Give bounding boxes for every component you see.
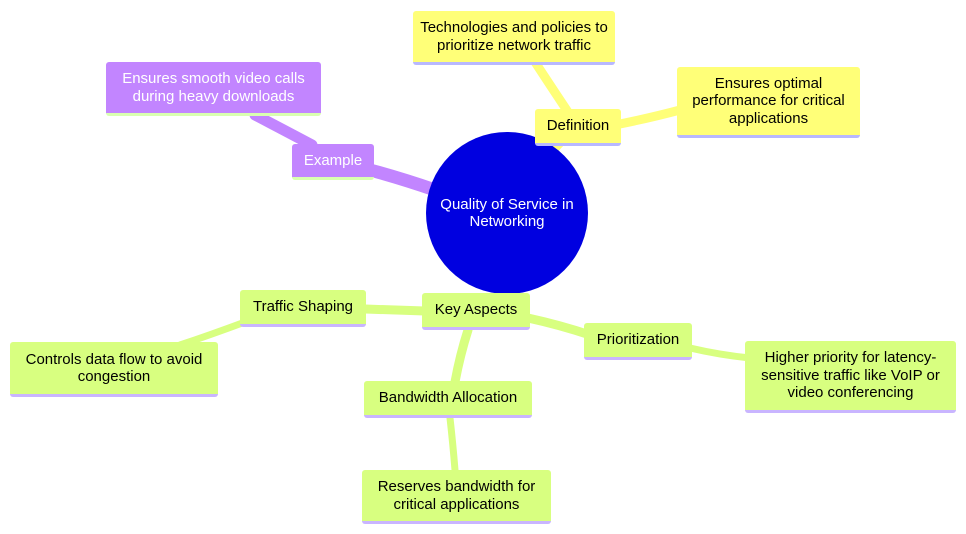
root-node: Quality of Service in Networking: [426, 132, 588, 294]
definition-child-1-text: Technologies and policies to prioritize …: [420, 19, 608, 54]
prioritization-label: Prioritization: [596, 331, 680, 349]
example-node: Example: [292, 144, 374, 180]
edge-bandwidth-detail: [446, 414, 459, 474]
definition-child-2-text: Ensures optimal performance for critical…: [692, 74, 845, 127]
traffic-shaping-label: Traffic Shaping: [252, 298, 354, 316]
example-label: Example: [303, 151, 363, 169]
edge-example-ex1: [249, 109, 318, 151]
example-child-1: Ensures smooth video calls during heavy …: [106, 62, 321, 116]
traffic-shaping-detail-text: Controls data flow to avoid congestion: [25, 350, 203, 386]
edge-priority-detail: [686, 344, 754, 362]
key-aspects-label: Key Aspects: [434, 301, 518, 319]
definition-node: Definition: [535, 109, 621, 146]
edge-definition-def1: [530, 57, 575, 120]
root-label: Quality of Service in Networking: [440, 195, 574, 231]
bandwidth-allocation-detail: Reserves bandwidth for critical applicat…: [362, 470, 551, 524]
edge-traffic-key: [360, 304, 430, 316]
bandwidth-allocation-label: Bandwidth Allocation: [378, 389, 518, 407]
prioritization-detail-text: Higher priority for latency-sensitive tr…: [761, 349, 940, 402]
example-child-1-text: Ensures smooth video calls during heavy …: [122, 70, 305, 105]
definition-label: Definition: [546, 117, 610, 135]
traffic-shaping-node: Traffic Shaping: [240, 290, 366, 327]
definition-child-2: Ensures optimal performance for critical…: [677, 67, 860, 138]
traffic-shaping-detail: Controls data flow to avoid congestion: [10, 342, 218, 397]
key-aspects-node: Key Aspects: [422, 293, 530, 330]
prioritization-node: Prioritization: [584, 323, 692, 360]
prioritization-detail: Higher priority for latency-sensitive tr…: [745, 341, 956, 413]
definition-child-1: Technologies and policies to prioritize …: [413, 11, 615, 65]
edge-key-priority: [523, 313, 595, 340]
bandwidth-allocation-detail-text: Reserves bandwidth for critical applicat…: [377, 478, 536, 513]
bandwidth-allocation-node: Bandwidth Allocation: [364, 381, 532, 418]
edge-definition-def2: [610, 105, 685, 130]
edge-root-example: [363, 163, 442, 197]
edge-key-bandwidth: [450, 325, 473, 387]
